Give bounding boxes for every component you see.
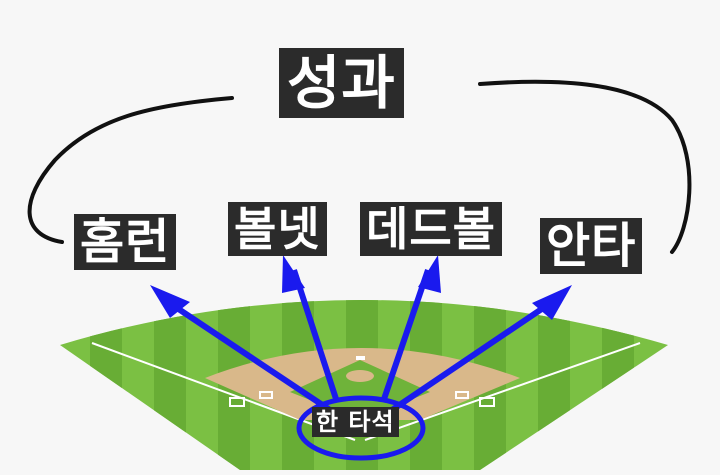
pitchers-rubber [356, 356, 365, 360]
homerun-label: 홈런 [74, 214, 176, 270]
arrow-head-ball-net [282, 255, 305, 293]
ball-net-label: 볼넷 [228, 202, 327, 256]
hit-label: 안타 [540, 218, 642, 274]
dead-ball-label: 데드볼 [360, 202, 502, 256]
title-label: 성과 [279, 48, 404, 118]
pitchers-mound [346, 370, 374, 382]
baseball-field [60, 250, 668, 475]
arrow-head-dead-ball [418, 255, 441, 293]
at-bat-label: 한 타석 [312, 407, 399, 437]
